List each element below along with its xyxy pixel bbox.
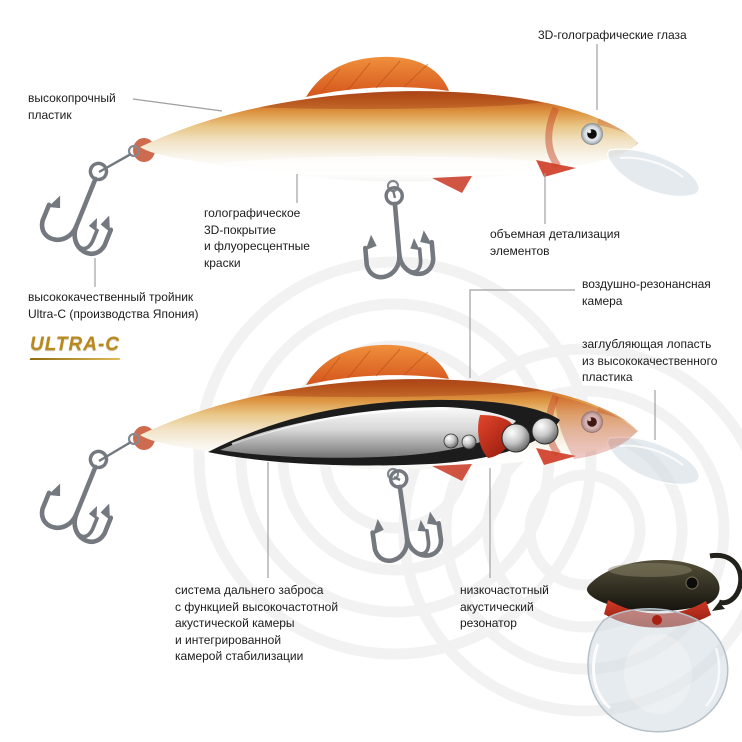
- callout-holographic-coating: голографическое 3D-покрытие и флуоресцен…: [204, 206, 310, 270]
- callout-air-resonance-chamber: воздушно-резонансная камера: [582, 277, 711, 308]
- tail-treble-hook: [38, 152, 133, 259]
- cutaway-window: [208, 399, 560, 466]
- belly-treble-hook: [365, 466, 443, 562]
- closeup-hook: [709, 552, 742, 606]
- pointer-line-plastic: [132, 98, 223, 112]
- pointer-line-air-chamber: [469, 289, 575, 378]
- callout-high-strength-plastic: высокопрочный пластик: [28, 91, 116, 122]
- callout-pointer-lines: [94, 44, 656, 578]
- callout-volumetric-detailing: объемная детализация элементов: [490, 227, 620, 258]
- callout-3d-holographic-eyes: 3D-голографические глаза: [538, 28, 687, 42]
- ultra-c-logo: ULTRA-C: [30, 334, 120, 360]
- top-lure-illustration: [38, 57, 699, 278]
- stabilizer-bearing: [443, 433, 459, 449]
- callout-low-frequency-resonator: низкочастотный акустический резонатор: [460, 583, 549, 631]
- stabilizer-bearing: [461, 434, 477, 450]
- callout-ultra-c-treble: высококачественный тройник Ultra-C (прои…: [28, 290, 199, 321]
- callout-diving-lip: заглубляющая лопасть из высококачественн…: [582, 337, 718, 385]
- callout-long-cast-system: система дальнего заброса с функцией высо…: [175, 583, 339, 664]
- closeup-clear-lip: [587, 608, 729, 733]
- closeup-photo: [586, 552, 742, 733]
- tail-treble-hook: [38, 440, 133, 547]
- bottom-lure-illustration: [38, 345, 699, 563]
- resonator-ball: [501, 423, 531, 453]
- resonator-ball: [531, 417, 559, 445]
